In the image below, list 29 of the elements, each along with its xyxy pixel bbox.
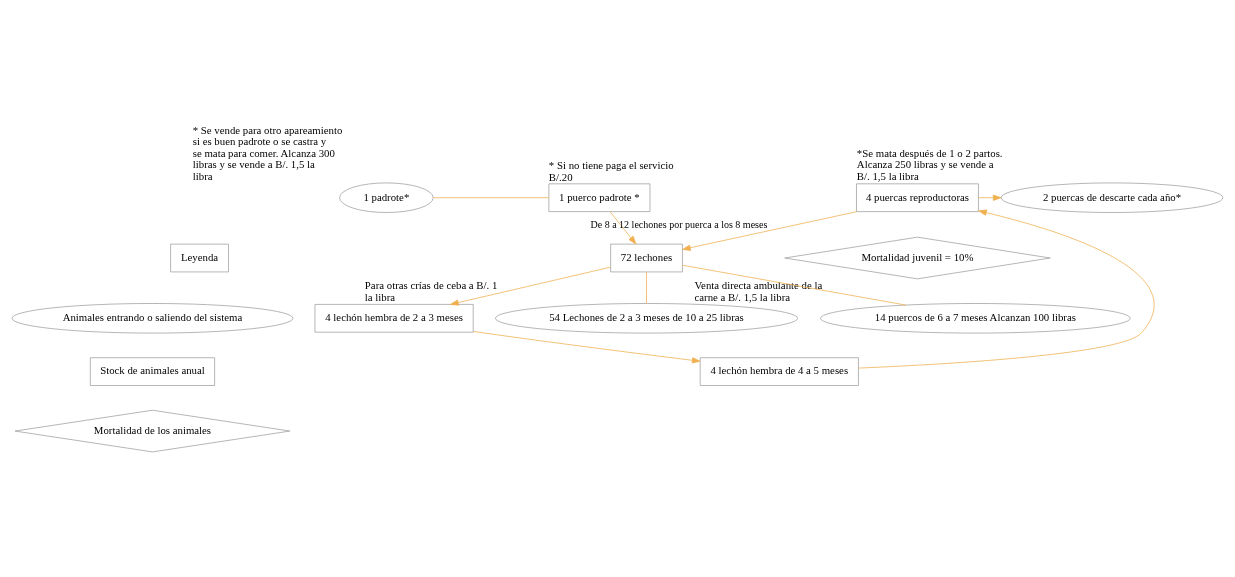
node-ellipse: 14 puercos de 6 a 7 meses Alcanzan 100 libras bbox=[820, 303, 1131, 334]
node-label: Venta directa ambulante de la carne a B/. 1,5 la libra bbox=[694, 279, 823, 303]
node-diamond: Mortalidad juvenil = 10% bbox=[784, 236, 1051, 280]
node-box: Leyenda bbox=[170, 243, 229, 273]
arrow bbox=[473, 331, 701, 364]
node-label: *Se mata después de 1 o 2 partos. Alcanza 250 libras y se vende a B/. 1,5 la libra bbox=[856, 146, 1003, 183]
node-label: * Si no tiene paga el servicio B/.20 bbox=[548, 159, 674, 183]
connector bbox=[646, 271, 647, 304]
connector bbox=[433, 197, 550, 199]
node-ellipse: 1 padrote* bbox=[339, 182, 434, 213]
arrow bbox=[450, 266, 611, 306]
node-ellipse: 54 Lechones de 2 a 3 meses de 10 a 25 libras bbox=[495, 303, 798, 334]
node-box: 1 puerco padrote * bbox=[548, 183, 651, 212]
arrow bbox=[682, 211, 858, 251]
arrow bbox=[609, 211, 637, 245]
node-box: 4 lechón hembra de 4 a 5 meses bbox=[699, 357, 859, 386]
node-label: Para otras crías de ceba a B/. 1 la libra bbox=[364, 279, 498, 303]
node-label: * Se vende para otro apareamiento si es buen padrote o se castra y se mata para comer. Alcanza 300 libras y se vende a B/. 1,5 la libra bbox=[192, 123, 343, 183]
node-box: 72 lechones bbox=[610, 243, 683, 273]
arrow bbox=[858, 209, 1155, 369]
node-ellipse: 2 puercas de descarte cada año* bbox=[1000, 182, 1224, 213]
connector bbox=[682, 264, 907, 306]
edge-label: De 8 a 12 lechones por puerca a los 8 meses bbox=[590, 218, 768, 230]
node-box: 4 lechón hembra de 2 a 3 meses bbox=[314, 304, 474, 333]
arrow bbox=[978, 194, 1002, 201]
node-box: Stock de animales anual bbox=[89, 357, 215, 386]
node-box: 4 puercas reproductoras bbox=[856, 183, 979, 212]
node-diamond: Mortalidad de los animales bbox=[14, 409, 291, 453]
node-ellipse: Animales entrando o saliendo del sistema bbox=[11, 303, 294, 334]
